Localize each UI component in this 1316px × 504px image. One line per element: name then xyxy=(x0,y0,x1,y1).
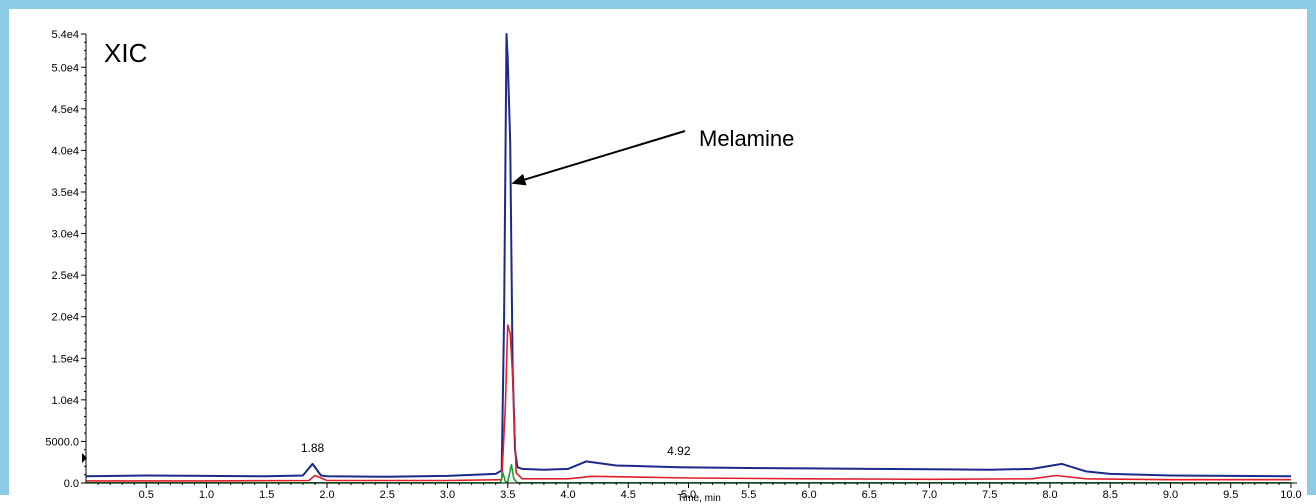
y-tick-label: 1.5e4 xyxy=(51,353,79,365)
y-tick-label: 2.5e4 xyxy=(51,270,79,282)
x-tick-label: 1.0 xyxy=(199,489,214,501)
annotation-label: Melamine xyxy=(699,126,794,151)
x-tick-label: 2.5 xyxy=(380,489,395,501)
melamine-annotation: Melamine xyxy=(511,126,794,186)
peak-label: 1.88 xyxy=(301,441,325,455)
series-line-3 xyxy=(86,463,1291,484)
x-tick-label: 4.5 xyxy=(621,489,636,501)
x-tick-label: 4.0 xyxy=(560,489,575,501)
x-tick-label: 3.0 xyxy=(440,489,455,501)
y-axis-marker xyxy=(82,453,87,464)
x-tick-label: 7.5 xyxy=(982,489,997,501)
y-tick-label: 2.0e4 xyxy=(51,312,79,324)
x-tick-label: 6.5 xyxy=(862,489,877,501)
y-tick-label: 4.0e4 xyxy=(51,145,79,157)
y-tick-label: 5000.0 xyxy=(45,436,79,448)
x-tick-label: 6.0 xyxy=(801,489,816,501)
y-tick-label: 4.5e4 xyxy=(51,104,79,116)
annotation-arrow-line xyxy=(524,130,686,181)
x-tick-label: 1.5 xyxy=(259,489,274,501)
y-tick-label: 5.0e4 xyxy=(51,62,79,74)
series-line-2 xyxy=(86,324,1291,482)
x-tick-label: 7.0 xyxy=(922,489,937,501)
x-tick-label: 2.0 xyxy=(319,489,334,501)
peak-labels: 1.88 4.92 xyxy=(301,441,691,458)
chart-title: XIC xyxy=(104,38,147,68)
x-tick-label: 8.0 xyxy=(1042,489,1057,501)
x-tick-label: 9.0 xyxy=(1163,489,1178,501)
x-tick-label: 10.0 xyxy=(1280,489,1301,501)
annotation-arrow-head xyxy=(511,173,527,186)
x-tick-label: 8.5 xyxy=(1103,489,1118,501)
peak-label: 4.92 xyxy=(667,444,691,458)
series-layer xyxy=(85,33,1292,484)
series-line-1 xyxy=(85,33,1292,478)
xic-chromatogram: 0.0 5000.0 1.0e4 1.5e4 2.0e4 2.5e4 3.0e4 3.5e4 4… xyxy=(45,29,1301,504)
y-axis-ticks: 0.0 5000.0 1.0e4 1.5e4 2.0e4 2.5e4 3.0e4 3.5e4 4… xyxy=(45,29,86,490)
x-tick-label: 3.5 xyxy=(500,489,515,501)
y-tick-label: 3.0e4 xyxy=(51,229,79,241)
y-tick-label: 1.0e4 xyxy=(51,395,79,407)
y-tick-label: 5.4e4 xyxy=(51,29,79,41)
x-tick-label: 5.5 xyxy=(741,489,756,501)
x-tick-label: 9.5 xyxy=(1223,489,1238,501)
x-tick-label: 0.5 xyxy=(139,489,154,501)
y-tick-label: 3.5e4 xyxy=(51,187,79,199)
y-tick-label: 0.0 xyxy=(64,478,79,490)
